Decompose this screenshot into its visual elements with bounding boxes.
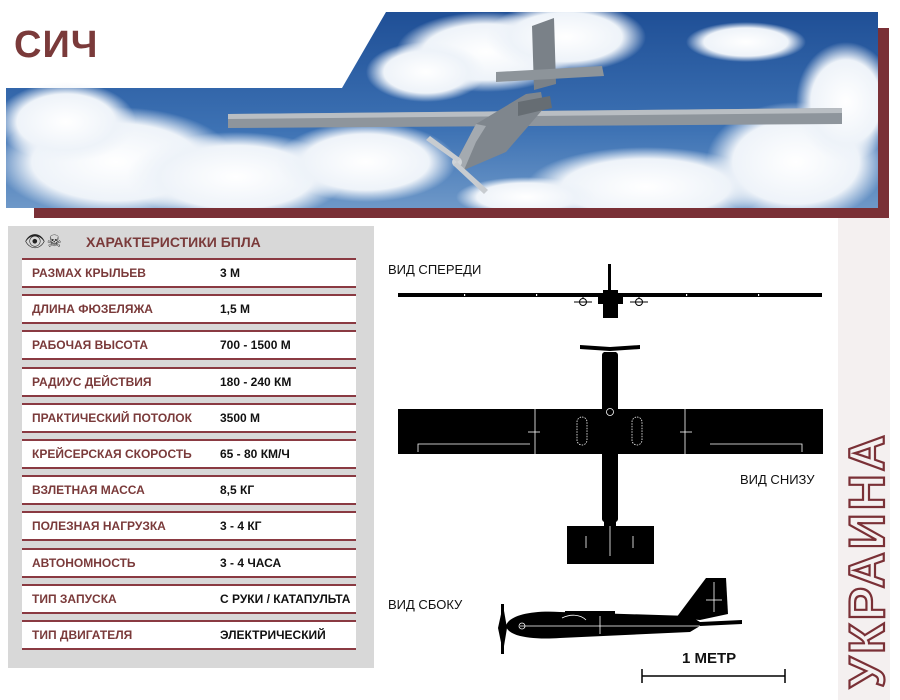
side-view-drawing: [498, 578, 742, 654]
side-view-label: ВИД СБОКУ: [388, 597, 463, 612]
vertical-title: УКРАИНА: [842, 432, 892, 688]
spec-row: АВТОНОМНОСТЬ 3 - 4 ЧАСА: [22, 547, 356, 578]
spec-row: ВЗЛЕТНАЯ МАССА 8,5 КГ: [22, 475, 356, 506]
spec-row: ПОЛЕЗНАЯ НАГРУЗКА 3 - 4 КГ: [22, 511, 356, 542]
spec-value: 1,5 М: [220, 302, 251, 317]
spec-row: КРЕЙСЕРСКАЯ СКОРОСТЬ 65 - 80 КМ/Ч: [22, 438, 356, 469]
spec-label: КРЕЙСЕРСКАЯ СКОРОСТЬ: [32, 446, 192, 461]
skull-crossbones-icon: ☠: [46, 232, 62, 252]
spec-value: 8,5 КГ: [220, 483, 255, 498]
eye-icon: 👁: [24, 232, 46, 252]
spec-row: ДЛИНА ФЮЗЕЛЯЖА 1,5 М: [22, 294, 356, 325]
page-title: СИЧ: [14, 24, 99, 66]
spec-value: 3 М: [220, 266, 241, 280]
spec-value: 3 - 4 КГ: [220, 519, 262, 534]
scale-label: 1 МЕТР: [682, 650, 737, 667]
spec-value: 700 - 1500 М: [220, 338, 291, 353]
spec-label: РАБОЧАЯ ВЫСОТА: [32, 338, 148, 353]
bottom-view-drawing: [398, 345, 823, 564]
side-band: [838, 218, 890, 700]
spec-label: ВЗЛЕТНАЯ МАССА: [32, 483, 145, 498]
header-icons: 👁☠: [24, 232, 63, 252]
specs-header: 👁☠ ХАРАКТЕРИСТИКИ БПЛА: [8, 230, 368, 254]
specs-table: РАЗМАХ КРЫЛЬЕВ 3 М ДЛИНА ФЮЗЕЛЯЖА 1,5 М РАБО…: [22, 258, 356, 656]
spec-row: РАДИУС ДЕЙСТВИЯ 180 - 240 КМ: [22, 366, 356, 397]
spec-label: АВТОНОМНОСТЬ: [32, 555, 136, 570]
spec-row: ПРАКТИЧЕСКИЙ ПОТОЛОК 3500 М: [22, 402, 356, 433]
drone-image: [228, 18, 842, 194]
spec-label: ПОЛЕЗНАЯ НАГРУЗКА: [32, 519, 166, 534]
spec-value: С РУКИ / КАТАПУЛЬТА: [220, 591, 351, 606]
spec-label: ПРАКТИЧЕСКИЙ ПОТОЛОК: [32, 410, 192, 425]
spec-row: РАБОЧАЯ ВЫСОТА 700 - 1500 М: [22, 330, 356, 361]
spec-row: ТИП ДВИГАТЕЛЯ ЭЛЕКТРИЧЕСКИЙ: [22, 619, 356, 650]
spec-value: 180 - 240 КМ: [220, 374, 292, 389]
spec-value: ЭЛЕКТРИЧЕСКИЙ: [220, 627, 326, 642]
spec-value: 3 - 4 ЧАСА: [220, 555, 282, 570]
vertical-title-graphic: УКРАИНА: [842, 431, 892, 689]
spec-label: ТИП ДВИГАТЕЛЯ: [32, 627, 133, 642]
spec-row: ТИП ЗАПУСКА С РУКИ / КАТАПУЛЬТА: [22, 583, 356, 614]
spec-value: 65 - 80 КМ/Ч: [220, 446, 290, 461]
spec-label: ТИП ЗАПУСКА: [32, 591, 117, 606]
spec-label: РАДИУС ДЕЙСТВИЯ: [32, 374, 152, 389]
spec-label: ДЛИНА ФЮЗЕЛЯЖА: [32, 302, 153, 317]
scale-bar: [641, 669, 786, 683]
specs-heading: ХАРАКТЕРИСТИКИ БПЛА: [86, 234, 261, 250]
spec-label: РАЗМАХ КРЫЛЬЕВ: [32, 266, 146, 280]
front-view-label: ВИД СПЕРЕДИ: [388, 262, 482, 277]
spec-row: РАЗМАХ КРЫЛЬЕВ 3 М: [22, 258, 356, 288]
hero-photo: [6, 12, 878, 208]
drone-sky-photo: [6, 12, 878, 208]
spec-value: 3500 М: [220, 410, 261, 425]
bottom-view-label: ВИД СНИЗУ: [740, 472, 815, 487]
